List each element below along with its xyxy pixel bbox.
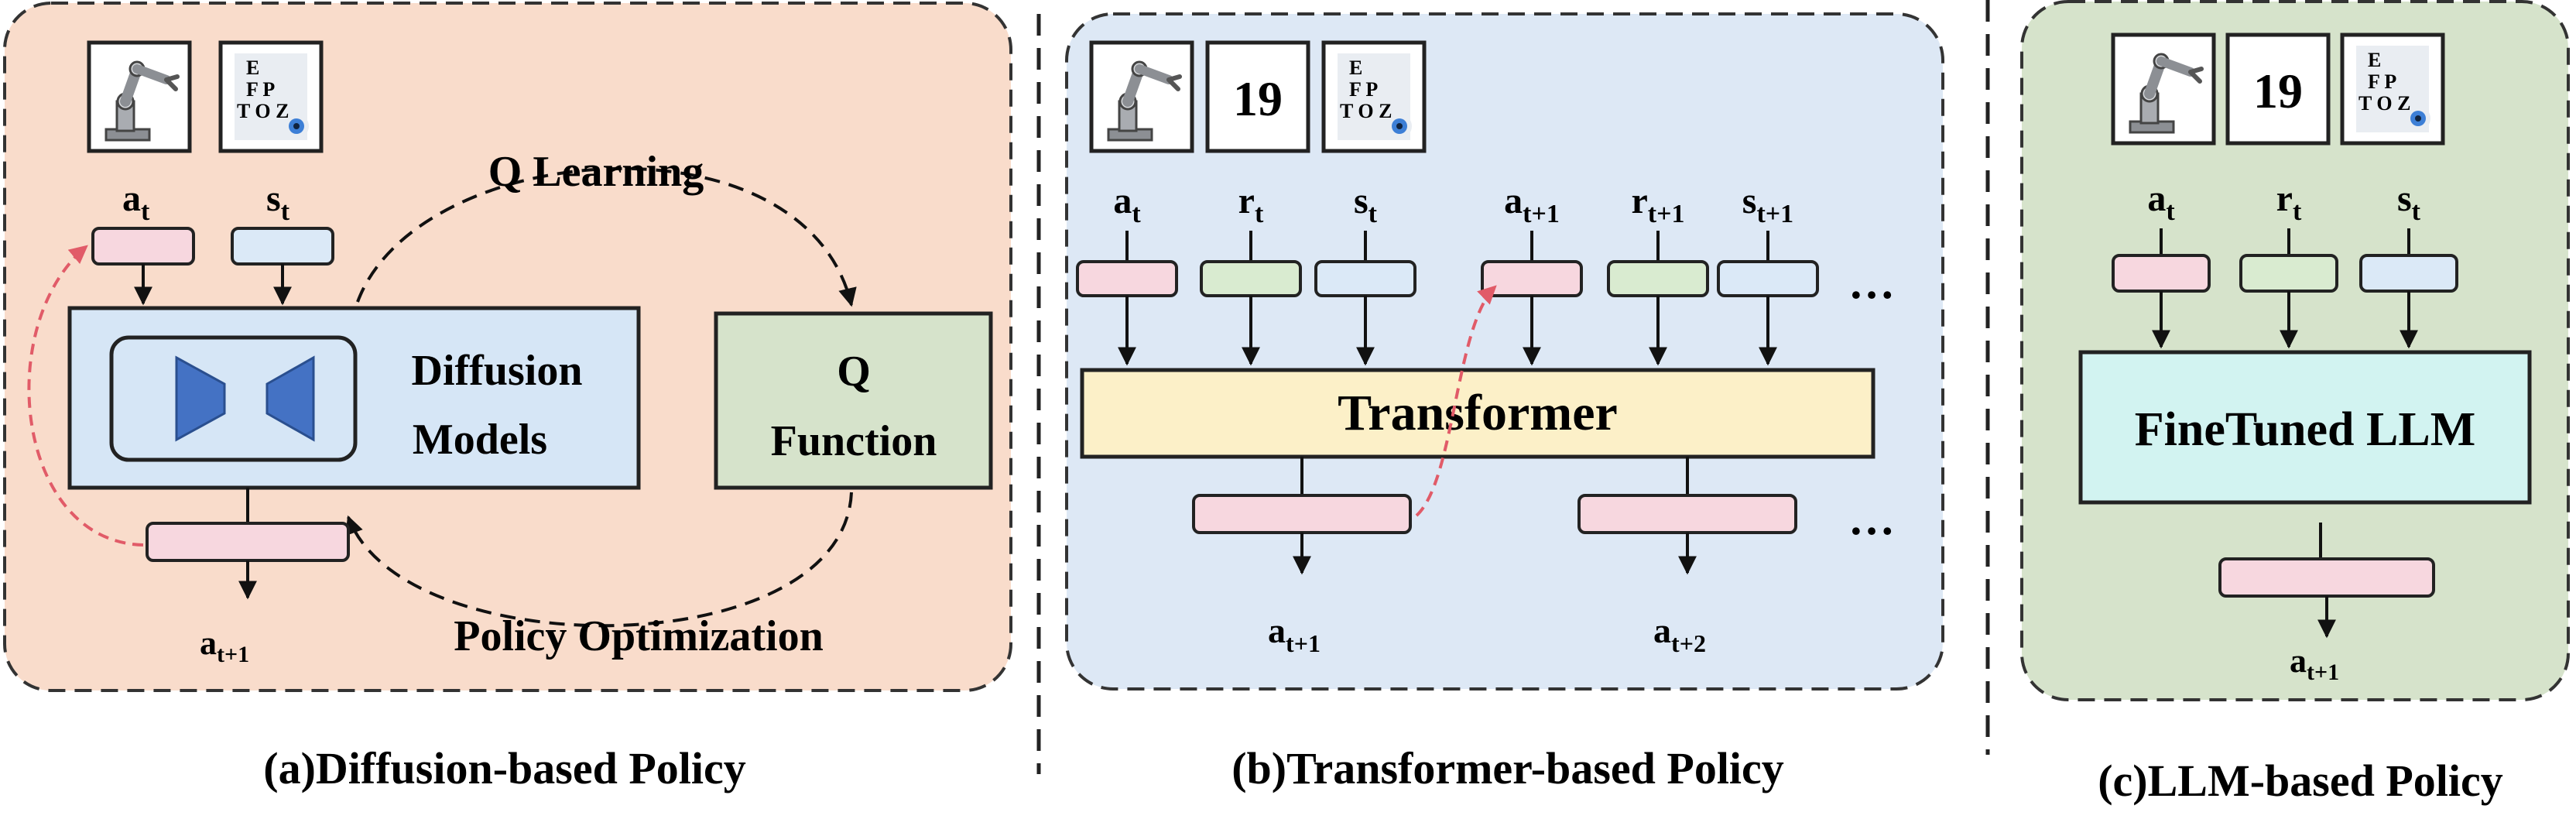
- state-token: [1717, 260, 1819, 297]
- action-token: [91, 227, 195, 266]
- transformer-input-tokens: at rt st at+1 rt+1 st+1: [1076, 180, 1819, 366]
- llm-input-tokens: at rt st: [2112, 178, 2458, 349]
- caption-c: (c)LLM-based Policy: [2098, 756, 2503, 806]
- encoder-shape: [175, 355, 226, 442]
- reward-token: [2239, 254, 2338, 293]
- input-label-state: st: [2397, 178, 2421, 226]
- input-label-reward: rt: [1238, 180, 1264, 228]
- transformer-label: Transformer: [1338, 385, 1618, 441]
- panel-transformer: 19 E F P T O Z at rt st at+1 rt+1 st+1 … Tran…: [1065, 12, 1944, 793]
- q-label-line2: Function: [771, 417, 937, 465]
- policy-optimization-arrow: [345, 492, 853, 628]
- transformer-output-tokens: at+1 at+2: [1192, 457, 1797, 657]
- input-label-state: st+1: [1742, 180, 1793, 228]
- q-learning-arrow: [356, 166, 857, 307]
- q-label-line1: Q: [837, 348, 871, 396]
- autoregressive-feedback-arrow: [27, 245, 144, 547]
- svg-text:E F P T O Z: E F P T O Z: [2358, 49, 2410, 115]
- state-token: [2359, 254, 2458, 293]
- eye-chart-row-2: F P: [1349, 78, 1378, 101]
- panel-diffusion: E F P T O Z at st Diffusion Models Q Fun…: [3, 2, 1012, 793]
- transformer-box: [1080, 368, 1875, 459]
- eye-chart-row-3: T O Z: [237, 100, 289, 122]
- label-llm-output: at+1: [2290, 642, 2339, 685]
- eye-chart-row-2: F P: [246, 78, 275, 101]
- eye-chart-row-3: T O Z: [2358, 92, 2410, 115]
- label-a-t: at: [122, 178, 150, 226]
- robot-arm-icon: [1091, 43, 1192, 151]
- q-function-box: [714, 311, 993, 490]
- autoregressive-feedback-arrow: [1415, 285, 1497, 517]
- finetuned-llm-box: [2078, 350, 2532, 505]
- eye-chart-row-2: F P: [2368, 70, 2396, 93]
- eye-chart-row-1: E: [246, 57, 259, 79]
- input-label-reward: rt+1: [1631, 180, 1684, 228]
- eye-chart-row-1: E: [2368, 49, 2381, 71]
- robot-arm-icon: [2113, 35, 2214, 143]
- input-label-reward: rt: [2276, 178, 2302, 226]
- action-token: [1076, 260, 1178, 297]
- robot-arm-icon: [89, 43, 190, 151]
- eye-chart-row-1: E: [1349, 57, 1362, 79]
- action-output-token: [1577, 494, 1797, 534]
- input-label-action: at: [2147, 178, 2175, 226]
- label-a-t1: at+1: [200, 624, 249, 667]
- state-token: [231, 227, 334, 266]
- action-token: [2112, 254, 2211, 293]
- decoder-shape: [265, 355, 315, 442]
- finetuned-llm-label: FineTuned LLM: [2135, 403, 2475, 456]
- q-learning-label: Q Learning: [488, 148, 704, 196]
- network-frame: [109, 335, 358, 462]
- svg-text:E F P T O Z: E F P T O Z: [237, 57, 289, 122]
- panel-llm: 19 E F P T O Z at rt st FineTuned LLM at+1…: [2020, 0, 2570, 806]
- output-ellipsis: …: [1848, 493, 1895, 544]
- reward-icon: [2225, 33, 2331, 146]
- state-token: [1314, 260, 1416, 297]
- svg-text:E F P T O Z: E F P T O Z: [1340, 57, 1392, 122]
- input-label-action: at+1: [1504, 180, 1560, 228]
- reward-token: [1607, 260, 1709, 297]
- diffusion-label-line2: Models: [413, 416, 547, 464]
- reward-icon: [1205, 40, 1310, 153]
- policy-optimization-label: Policy Optimization: [454, 612, 824, 660]
- action-token: [1481, 260, 1583, 297]
- output-action-token: [146, 522, 350, 562]
- input-label-action: at: [1113, 180, 1141, 228]
- action-output-token: [1192, 494, 1412, 534]
- eye-chart-row-3: T O Z: [1340, 100, 1392, 122]
- output-label-action: at+2: [1653, 611, 1706, 657]
- reward-token: [1200, 260, 1302, 297]
- llm-output-token: [2218, 557, 2435, 598]
- caption-a: (a)Diffusion-based Policy: [263, 743, 746, 793]
- label-s-t: st: [266, 178, 290, 226]
- output-label-action: at+1: [1268, 611, 1321, 657]
- reward-icon-value: 19: [2253, 63, 2303, 118]
- panel-b-background: [1065, 12, 1944, 690]
- input-ellipsis: …: [1848, 257, 1895, 308]
- input-label-state: st: [1354, 180, 1378, 228]
- diffusion-label-line1: Diffusion: [412, 347, 583, 395]
- caption-b: (b)Transformer-based Policy: [1231, 743, 1784, 793]
- reward-icon-value: 19: [1233, 71, 1283, 126]
